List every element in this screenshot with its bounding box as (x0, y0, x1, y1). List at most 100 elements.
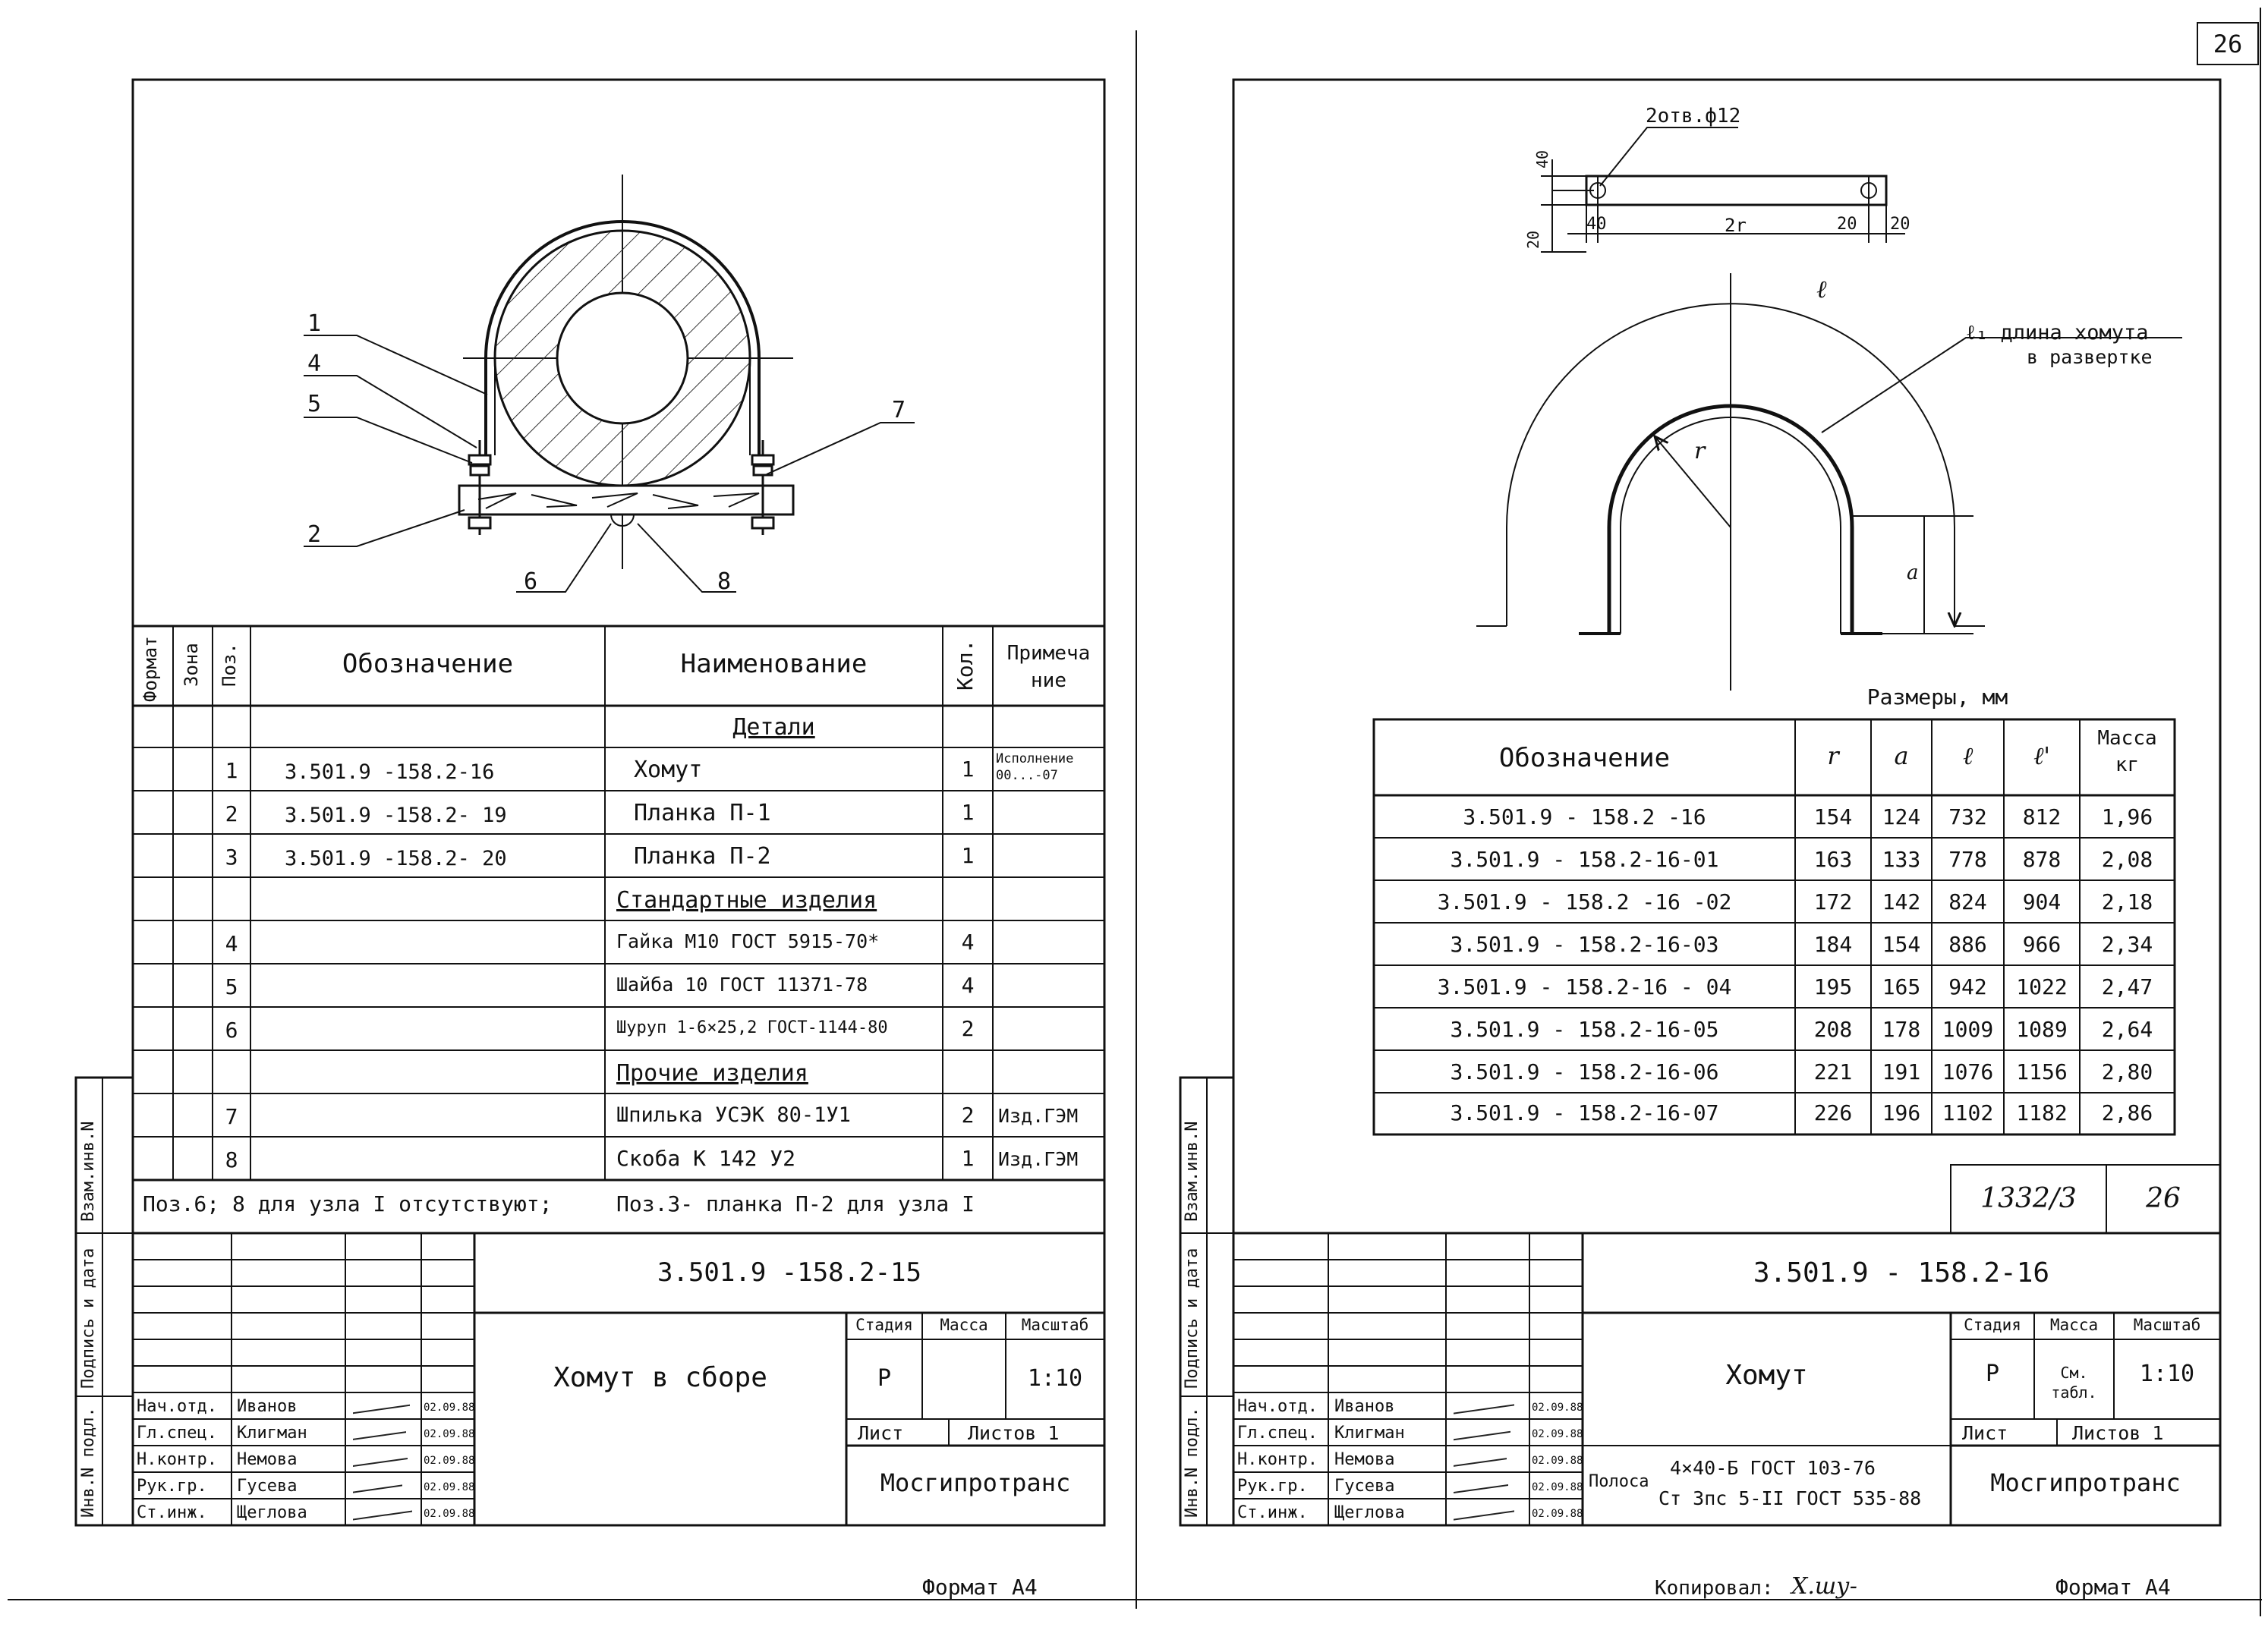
side-label-replace: Взам.инв.N (79, 1121, 98, 1222)
dim-height-40: 40 (1533, 149, 1551, 168)
sign-date: 02.09.88 (424, 1455, 475, 1467)
role-label: Гл.спец. (1237, 1424, 1318, 1443)
dims-mass: 2,18 (2101, 889, 2153, 914)
dims-l1: 812 (2022, 804, 2062, 829)
dims-designation: 3.501.9 - 158.2-16-06 (1450, 1059, 1719, 1084)
dims-designation: 3.501.9 - 158.2-16-03 (1450, 932, 1719, 957)
strip-drawing (1541, 127, 1905, 253)
dims-mass: 2,64 (2101, 1017, 2153, 1042)
scale-value: 1:10 (2139, 1361, 2195, 1387)
dims-title: Размеры, мм (1866, 684, 2008, 710)
person-name: Гусева (237, 1477, 298, 1496)
section-other: Прочие изделия (616, 1060, 808, 1087)
header-name: Наименование (680, 649, 868, 679)
mass-label: Масса (940, 1316, 988, 1334)
stage-label: Стадия (855, 1316, 913, 1334)
label-l: ℓ (1816, 275, 1827, 304)
sign-date: 02.09.88 (1532, 1455, 1583, 1467)
row-designation: 3.501.9 -158.2- 20 (285, 847, 507, 870)
dims-l: 886 (1948, 932, 1987, 957)
dims-r: 172 (1813, 889, 1853, 914)
dims-a: 191 (1882, 1059, 1921, 1084)
dims-designation: 3.501.9 - 158.2-16-05 (1450, 1017, 1719, 1042)
dims-r: 154 (1813, 804, 1853, 829)
row-note-2: 00...-07 (996, 768, 1058, 783)
mass-value: См. табл. (2051, 1364, 2097, 1402)
dims-mass: 1,96 (2101, 804, 2153, 829)
spec-table-grid (131, 625, 1106, 1235)
sign-date: 02.09.88 (424, 1428, 475, 1440)
section-details: Детали (732, 714, 815, 741)
dims-designation: 3.501.9 - 158.2-16 - 04 (1437, 974, 1732, 999)
dims-l1: 904 (2022, 889, 2062, 914)
dims-l1: 1089 (2016, 1017, 2068, 1042)
row-note-1: Исполнение (996, 751, 1074, 766)
dims-header-l1: ℓ' (2033, 741, 2051, 770)
label-a: a (1907, 562, 1919, 584)
row-designation: 3.501.9 -158.2- 19 (285, 804, 507, 827)
row-qty: 2 (961, 1016, 975, 1041)
row-pos: 4 (225, 931, 238, 956)
footnote-2: Поз.3- планка П-2 для узла I (616, 1191, 975, 1216)
row-qty: 1 (961, 1146, 975, 1171)
dim-2r: 2r (1725, 215, 1747, 236)
doc-number: 3.501.9 -158.2-15 (657, 1257, 921, 1288)
dim-20-right: 20 (1890, 215, 1910, 234)
format-label: Формат А4 (922, 1575, 1038, 1600)
header-format: Формат (140, 636, 161, 702)
row-qty: 1 (961, 843, 975, 868)
inv-sheet: 26 (2146, 1183, 2181, 1214)
mass-label: Масса (2049, 1316, 2099, 1334)
person-name: Клигман (237, 1424, 307, 1443)
sign-date: 02.09.88 (1532, 1402, 1583, 1414)
row-qty: 2 (961, 1103, 975, 1128)
person-name: Немова (237, 1450, 298, 1469)
dims-l1: 878 (2022, 847, 2062, 872)
scale-label: Масштаб (1021, 1316, 1089, 1334)
row-name: Скоба К 142 У2 (616, 1146, 796, 1171)
label-l1-line1: ℓ₁ длина хомута (1966, 321, 2149, 345)
dims-r: 184 (1813, 932, 1853, 957)
side-label-replace: Взам.инв.N (1183, 1121, 1202, 1222)
dim-20-left: 20 (1837, 215, 1857, 234)
dims-mass: 2,47 (2101, 974, 2153, 999)
person-name: Иванов (1334, 1397, 1395, 1416)
dims-a: 133 (1882, 847, 1921, 872)
dims-header-l: ℓ (1962, 741, 1973, 770)
side-label-signature: Подпись и дата (79, 1248, 98, 1389)
dims-header-r: r (1827, 741, 1839, 770)
sheets-label: Листов 1 (2072, 1422, 2164, 1444)
person-name: Гусева (1334, 1477, 1395, 1496)
callout-7: 7 (892, 397, 906, 423)
hole-label: 2отв.ф12 (1646, 105, 1741, 127)
sign-date: 02.09.88 (1532, 1428, 1583, 1440)
dims-r: 208 (1813, 1017, 1853, 1042)
row-note-1: Изд.ГЭМ (998, 1148, 1079, 1170)
person-name: Щеглова (237, 1503, 307, 1522)
dims-table-grid (1372, 718, 2176, 1136)
section-standard: Стандартные изделия (616, 887, 877, 914)
inv-number: 1332/3 (1980, 1183, 2077, 1214)
header-zone: Зона (181, 643, 202, 687)
callout-4: 4 (307, 351, 322, 377)
stage-value: Р (877, 1365, 892, 1392)
dims-l: 1102 (1942, 1100, 1994, 1125)
row-pos: 1 (225, 758, 238, 783)
person-name: Иванов (237, 1397, 298, 1416)
dims-l: 778 (1948, 847, 1987, 872)
dims-l1: 1156 (2016, 1059, 2068, 1084)
dims-designation: 3.501.9 - 158.2 -16 (1463, 804, 1706, 829)
org-name: Мосгипротранс (1990, 1468, 2181, 1497)
role-label: Ст.инж. (137, 1503, 207, 1522)
row-pos: 6 (225, 1018, 238, 1043)
row-name: Шайба 10 ГОСТ 11371-78 (616, 974, 868, 996)
row-qty: 4 (961, 930, 975, 955)
callout-5: 5 (307, 391, 322, 417)
row-name: Планка П-1 (634, 800, 771, 826)
callout-6: 6 (524, 568, 538, 595)
row-name: Гайка М10 ГОСТ 5915-70* (616, 930, 880, 952)
right-title-block-grid (1232, 1232, 2222, 1527)
copied-signature: Х.шу- (1791, 1573, 1857, 1600)
doc-number: 3.501.9 - 158.2-16 (1753, 1257, 2050, 1289)
